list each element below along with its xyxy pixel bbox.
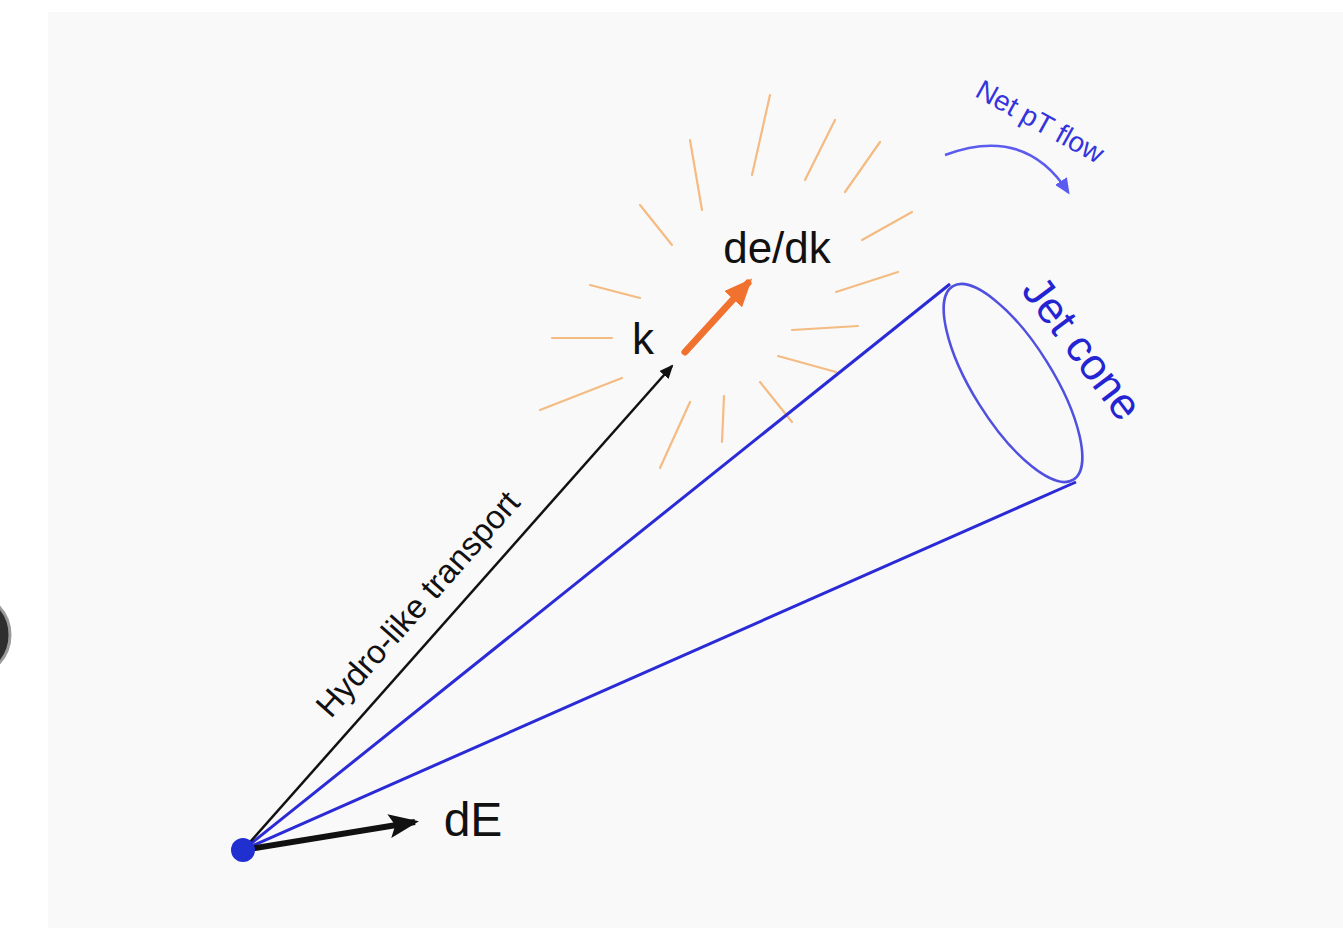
glow-ray	[722, 396, 724, 442]
origin-dot	[231, 838, 255, 862]
glow-ray	[552, 337, 612, 339]
glow-ray	[845, 142, 880, 192]
glow-ray	[792, 326, 858, 330]
diagram-label: dE	[444, 794, 503, 847]
transport-arrow	[243, 366, 672, 850]
panel-background	[48, 12, 1343, 928]
glow-ray	[752, 95, 770, 175]
glow-ray	[540, 378, 622, 410]
cone-edge	[243, 284, 950, 850]
diagram-label: de/dk	[723, 224, 831, 272]
glow-ray	[862, 212, 912, 240]
glow-ray	[778, 356, 836, 372]
glow-ray	[660, 402, 690, 468]
glow-rays	[540, 95, 912, 468]
glow-ray	[640, 205, 672, 245]
energy-arrow	[685, 283, 748, 352]
glow-ray	[805, 120, 835, 180]
flow-arrow	[945, 146, 1068, 192]
glow-ray	[690, 140, 702, 210]
edge-button	[0, 593, 10, 677]
cone-edge	[243, 482, 1076, 850]
diagram-label: k	[632, 315, 654, 363]
glow-ray	[590, 285, 640, 298]
energy-loss-arrow	[243, 822, 415, 850]
glow-ray	[836, 272, 898, 292]
